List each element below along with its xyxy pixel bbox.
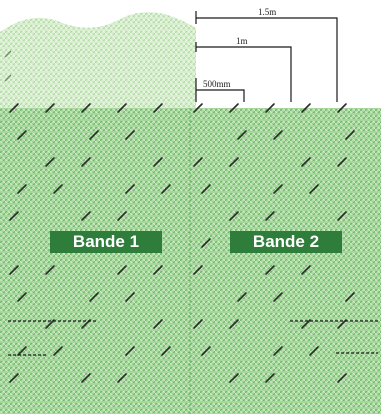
guide-lines	[8, 320, 378, 356]
stake-mark	[237, 130, 247, 140]
stake-mark	[337, 157, 347, 167]
stake-mark	[229, 157, 239, 167]
stake-mark	[81, 373, 91, 383]
stake-mark	[345, 292, 355, 302]
stake-mark	[53, 184, 63, 194]
stake-mark	[201, 346, 211, 356]
stake-mark	[301, 103, 311, 113]
stake-mark	[201, 184, 211, 194]
stake-mark	[45, 265, 55, 275]
stake-mark	[153, 319, 163, 329]
stake-mark	[229, 319, 239, 329]
stake-mark	[125, 346, 135, 356]
stake-mark	[193, 265, 203, 275]
stake-mark	[345, 130, 355, 140]
stake-mark	[301, 319, 311, 329]
stake-mark	[117, 211, 127, 221]
stake-mark	[337, 103, 347, 113]
stake-mark	[153, 265, 163, 275]
stake-mark	[153, 103, 163, 113]
stake-mark	[161, 346, 171, 356]
stake-mark	[237, 292, 247, 302]
dimension-label-500mm: 500mm	[203, 79, 231, 89]
stake-mark	[229, 103, 239, 113]
stake-mark	[117, 103, 127, 113]
stake-mark	[9, 373, 19, 383]
dimension-1m	[195, 42, 292, 102]
dimension-lines	[195, 11, 338, 102]
stake-mark	[4, 50, 12, 58]
stake-mark	[161, 184, 171, 194]
stake-mark	[201, 238, 211, 248]
stake-mark	[273, 130, 283, 140]
stake-mark	[81, 157, 91, 167]
stake-mark	[53, 346, 63, 356]
stake-mark	[273, 184, 283, 194]
stake-mark	[301, 157, 311, 167]
upper-mesh-area	[0, 12, 196, 108]
stake-mark	[17, 184, 27, 194]
stake-mark	[265, 211, 275, 221]
stake-mark	[117, 373, 127, 383]
stake-mark	[309, 184, 319, 194]
stakes-layer	[4, 50, 355, 383]
stake-mark	[9, 265, 19, 275]
stake-mark	[17, 346, 27, 356]
stake-mark	[125, 130, 135, 140]
dimension-500mm	[195, 78, 245, 102]
stake-mark	[309, 346, 319, 356]
stake-mark	[89, 292, 99, 302]
stake-mark	[273, 346, 283, 356]
stake-mark	[265, 373, 275, 383]
stake-mark	[45, 319, 55, 329]
stake-mark	[153, 157, 163, 167]
stake-mark	[125, 184, 135, 194]
stake-mark	[45, 103, 55, 113]
stake-mark	[125, 292, 135, 302]
stake-mark	[265, 103, 275, 113]
stake-mark	[193, 319, 203, 329]
stake-mark	[4, 74, 12, 82]
stake-mark	[273, 292, 283, 302]
stake-mark	[193, 157, 203, 167]
dimension-1-5m	[195, 11, 338, 102]
band-label-2: Bande 2	[230, 231, 342, 253]
stake-mark	[9, 211, 19, 221]
stake-mark	[265, 265, 275, 275]
dimension-label-1-5m: 1.5m	[258, 7, 276, 17]
stake-mark	[117, 265, 127, 275]
band-label-1: Bande 1	[50, 231, 162, 253]
stake-mark	[17, 292, 27, 302]
stake-mark	[337, 373, 347, 383]
stake-mark	[17, 130, 27, 140]
stake-mark	[229, 211, 239, 221]
stake-mark	[301, 265, 311, 275]
dimension-label-1m: 1m	[236, 36, 248, 46]
stake-mark	[229, 373, 239, 383]
stake-mark	[89, 130, 99, 140]
stake-mark	[193, 103, 203, 113]
stake-mark	[337, 319, 347, 329]
stake-mark	[81, 211, 91, 221]
stake-mark	[337, 211, 347, 221]
stake-mark	[45, 157, 55, 167]
stake-mark	[81, 103, 91, 113]
stake-mark	[9, 103, 19, 113]
